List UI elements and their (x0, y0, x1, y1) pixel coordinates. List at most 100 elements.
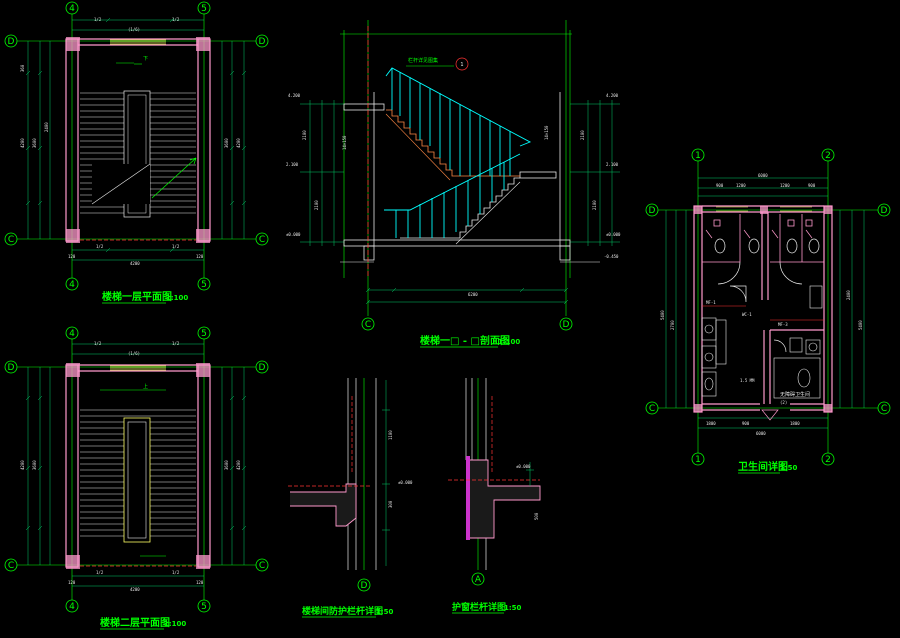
svg-text:1800: 1800 (790, 421, 800, 426)
svg-text:900: 900 (716, 183, 724, 188)
svg-text:3600: 3600 (224, 460, 229, 470)
restroom-axis-1-top: 1 (691, 148, 705, 162)
plan1-scale: 1:100 (166, 294, 188, 302)
svg-text:2700: 2700 (670, 320, 675, 330)
svg-text:±0.000: ±0.000 (606, 232, 621, 237)
svg-text:(1/6): (1/6) (128, 351, 140, 356)
svg-text:1: 1 (460, 62, 463, 68)
svg-text:1200: 1200 (780, 183, 790, 188)
svg-text:360: 360 (20, 64, 25, 72)
restroom-title: 卫生间详图 (738, 460, 788, 473)
svg-text:3600: 3600 (32, 138, 37, 148)
svg-text:C: C (8, 561, 14, 571)
plan2-axis-4-top: 4 (65, 326, 79, 340)
svg-text:D: D (649, 206, 656, 216)
restroom-scale: 1:50 (780, 464, 798, 472)
svg-text:4: 4 (69, 280, 75, 290)
svg-text:1.5 MM: 1.5 MM (740, 378, 755, 383)
svg-text:4: 4 (69, 329, 75, 339)
svg-text:1/2: 1/2 (94, 341, 102, 346)
svg-text:2400: 2400 (846, 290, 851, 300)
detail2-axis-A: A (471, 572, 485, 586)
svg-text:1/2: 1/2 (172, 341, 180, 346)
plan1-axis-D-right: D (255, 34, 269, 48)
plan2-title: 楼梯二层平面图 (100, 616, 170, 629)
plan1-axis-5-top: 5 (197, 1, 211, 15)
detail1-axis-D: D (357, 578, 371, 592)
railing-detail-1: 1100 300 ±0.000 D 楼梯间防护栏杆详图 1:50 (288, 378, 413, 618)
svg-text:A: A (475, 575, 482, 585)
svg-text:C: C (881, 404, 887, 414)
svg-text:1800: 1800 (706, 421, 716, 426)
svg-text:4200: 4200 (236, 460, 241, 470)
svg-text:D: D (361, 581, 368, 591)
detail1-scale: 1:50 (376, 608, 394, 616)
section-title: 楼梯一□ - □剖面图 (420, 334, 510, 347)
svg-text:3600: 3600 (32, 460, 37, 470)
svg-text:2100: 2100 (314, 200, 319, 210)
plan1-axis-4-bottom: 4 (65, 277, 79, 291)
restroom-axis-C-right: C (877, 401, 891, 415)
section-scale: 1:100 (498, 338, 520, 346)
svg-text:2100: 2100 (302, 130, 307, 140)
svg-text:120: 120 (68, 580, 76, 585)
svg-text:1/2: 1/2 (172, 17, 180, 22)
section-overall-dimension: 6200 (468, 292, 478, 297)
svg-text:5400: 5400 (858, 320, 863, 330)
svg-text:1100: 1100 (388, 430, 393, 440)
svg-text:2.100: 2.100 (606, 162, 619, 167)
svg-text:C: C (8, 235, 14, 245)
svg-text:4: 4 (69, 602, 75, 612)
svg-text:4200: 4200 (236, 138, 241, 148)
svg-text:1200: 1200 (736, 183, 746, 188)
plan1-axis-D-left: D (4, 34, 18, 48)
restroom-axis-C-left: C (645, 401, 659, 415)
svg-text:1/2: 1/2 (172, 570, 180, 575)
svg-text:(1/6): (1/6) (128, 27, 140, 32)
plan1-axis-5-bottom: 5 (197, 277, 211, 291)
svg-text:4200: 4200 (20, 138, 25, 148)
section-level-top: 4.200 (288, 93, 301, 98)
plan1-bottom-dimension: 4200 (130, 261, 140, 266)
svg-text:1/2: 1/2 (94, 17, 102, 22)
restroom-bottom-dimension: 6000 (756, 431, 766, 436)
svg-text:5: 5 (201, 329, 207, 339)
plan2-axis-C-right: C (255, 558, 269, 572)
plan2-bottom-dimension: 4200 (130, 587, 140, 592)
svg-text:120: 120 (196, 580, 204, 585)
plan2-axis-D-right: D (255, 360, 269, 374)
detail1-title: 楼梯间防护栏杆详图 (302, 605, 383, 617)
svg-text:2: 2 (825, 455, 831, 465)
svg-text:14×150: 14×150 (544, 125, 549, 140)
section-detail-ref: 1 (455, 57, 469, 71)
detail2-scale: 1:50 (504, 604, 522, 612)
svg-text:D: D (259, 363, 266, 373)
svg-text:MF-3: MF-3 (778, 322, 788, 327)
svg-text:1/2: 1/2 (96, 244, 104, 249)
svg-text:120: 120 (196, 254, 204, 259)
svg-text:WC-1: WC-1 (742, 312, 752, 317)
plan1-title: 楼梯一层平面图 (102, 290, 172, 303)
svg-text:4200: 4200 (20, 460, 25, 470)
svg-text:±0.000: ±0.000 (398, 480, 413, 485)
svg-text:1/2: 1/2 (96, 570, 104, 575)
detail2-title: 护窗栏杆详图 (452, 601, 506, 613)
restroom-detail: 无障碍卫生间 WC-1 MF-1 MF-3 1.5 MM (2) 9001200… (645, 148, 891, 474)
svg-text:D: D (8, 363, 15, 373)
svg-text:3600: 3600 (224, 138, 229, 148)
restroom-room-label: 无障碍卫生间 (780, 391, 810, 398)
svg-text:(2): (2) (780, 400, 787, 405)
restroom-axis-2-bottom: 2 (821, 452, 835, 466)
plan2-scale: 1:100 (164, 620, 186, 628)
plan2-up-label: 上 (143, 383, 148, 390)
svg-text:5: 5 (201, 602, 207, 612)
svg-text:2100: 2100 (580, 130, 585, 140)
plan2-axis-D-left: D (4, 360, 18, 374)
plan1-axis-C-left: C (4, 232, 18, 246)
stair-section: 栏杆详见图集 1 6200 4.200 2.100 ±0.000 -0.450 … (286, 20, 621, 348)
svg-text:D: D (563, 320, 570, 330)
restroom-axis-1-bottom: 1 (691, 452, 705, 466)
section-level-base: -0.450 (604, 254, 619, 259)
